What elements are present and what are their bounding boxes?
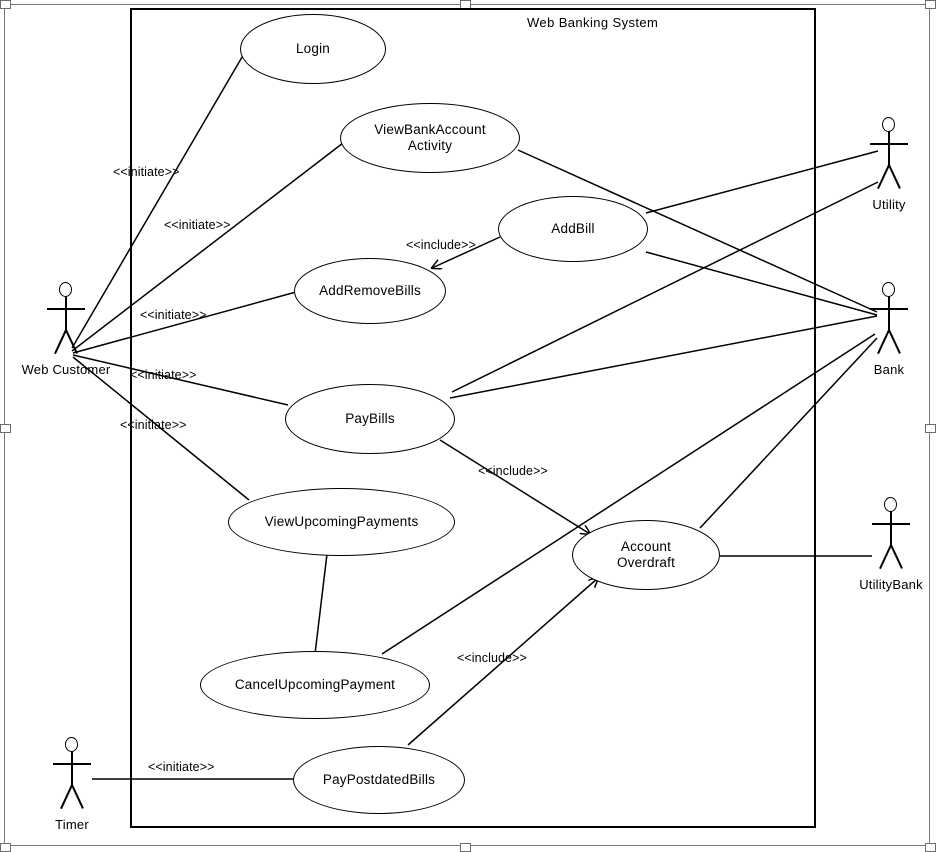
selection-handle-top-right[interactable] [925,0,936,9]
use-case-label: AddBill [551,221,595,237]
use-case-label: AddRemoveBills [319,283,421,299]
use-case-account-overdraft[interactable]: Account Overdraft [572,520,720,590]
actor-body-icon [71,751,73,787]
use-case-cancel-upcoming-payment[interactable]: CancelUpcomingPayment [200,651,430,719]
selection-handle-bottom-right[interactable] [925,843,936,852]
selection-handle-top-left[interactable] [0,0,11,9]
actor-head-icon [882,117,895,132]
stereotype-initiate-pay-postdated: <<initiate>> [148,760,215,774]
use-case-label-line1: Account [620,539,672,555]
selection-handle-bottom[interactable] [460,843,471,852]
actor-body-icon [65,296,67,332]
actor-label: Bank [873,362,905,377]
actor-arms-icon [53,763,91,765]
actor-label: Utility [872,197,906,212]
use-case-label: Login [295,41,331,57]
selection-handle-left[interactable] [0,424,11,433]
use-case-pay-postdated-bills[interactable]: PayPostdatedBills [293,746,465,814]
actor-head-icon [882,282,895,297]
selection-handle-bottom-left[interactable] [0,843,11,852]
use-case-view-upcoming-payments[interactable]: ViewUpcomingPayments [228,488,455,556]
actor-head-icon [59,282,72,297]
use-case-add-remove-bills[interactable]: AddRemoveBills [294,258,446,324]
use-case-add-bill[interactable]: AddBill [498,196,648,262]
actor-arms-icon [872,523,910,525]
use-case-login[interactable]: Login [240,14,386,84]
stereotype-initiate-view-activity: <<initiate>> [164,218,231,232]
stereotype-initiate-view-upcoming: <<initiate>> [120,418,187,432]
actor-label: UtilityBank [859,577,923,592]
stereotype-initiate-login: <<initiate>> [113,165,180,179]
actor-arms-icon [47,308,85,310]
stereotype-initiate-pay-bills: <<initiate>> [130,368,197,382]
stereotype-initiate-add-remove-bills: <<initiate>> [140,308,207,322]
stereotype-include-postdated-overdraft: <<include>> [457,651,527,665]
actor-arms-icon [870,308,908,310]
actor-body-icon [888,296,890,332]
actor-head-icon [65,737,78,752]
use-case-label-line2: Overdraft [616,555,676,570]
actor-arms-icon [870,143,908,145]
actor-body-icon [890,511,892,547]
use-case-label: ViewUpcomingPayments [264,514,419,530]
use-case-label: PayPostdatedBills [322,772,436,788]
use-case-label-line1: ViewBankAccount [374,122,486,138]
actor-label: Web Customer [21,362,111,377]
actor-body-icon [888,131,890,167]
actor-head-icon [884,497,897,512]
stereotype-include-paybills-overdraft: <<include>> [478,464,548,478]
use-case-label: CancelUpcomingPayment [234,677,396,693]
system-boundary-title: Web Banking System [527,15,659,30]
use-case-pay-bills[interactable]: PayBills [285,384,455,454]
actor-label: Timer [55,817,89,832]
use-case-label-line2: Activity [407,138,453,153]
use-case-label: PayBills [345,411,395,427]
selection-handle-right[interactable] [925,424,936,433]
stereotype-include-addbill-addremove: <<include>> [406,238,476,252]
use-case-view-bank-account-activity[interactable]: ViewBankAccount Activity [340,103,520,173]
